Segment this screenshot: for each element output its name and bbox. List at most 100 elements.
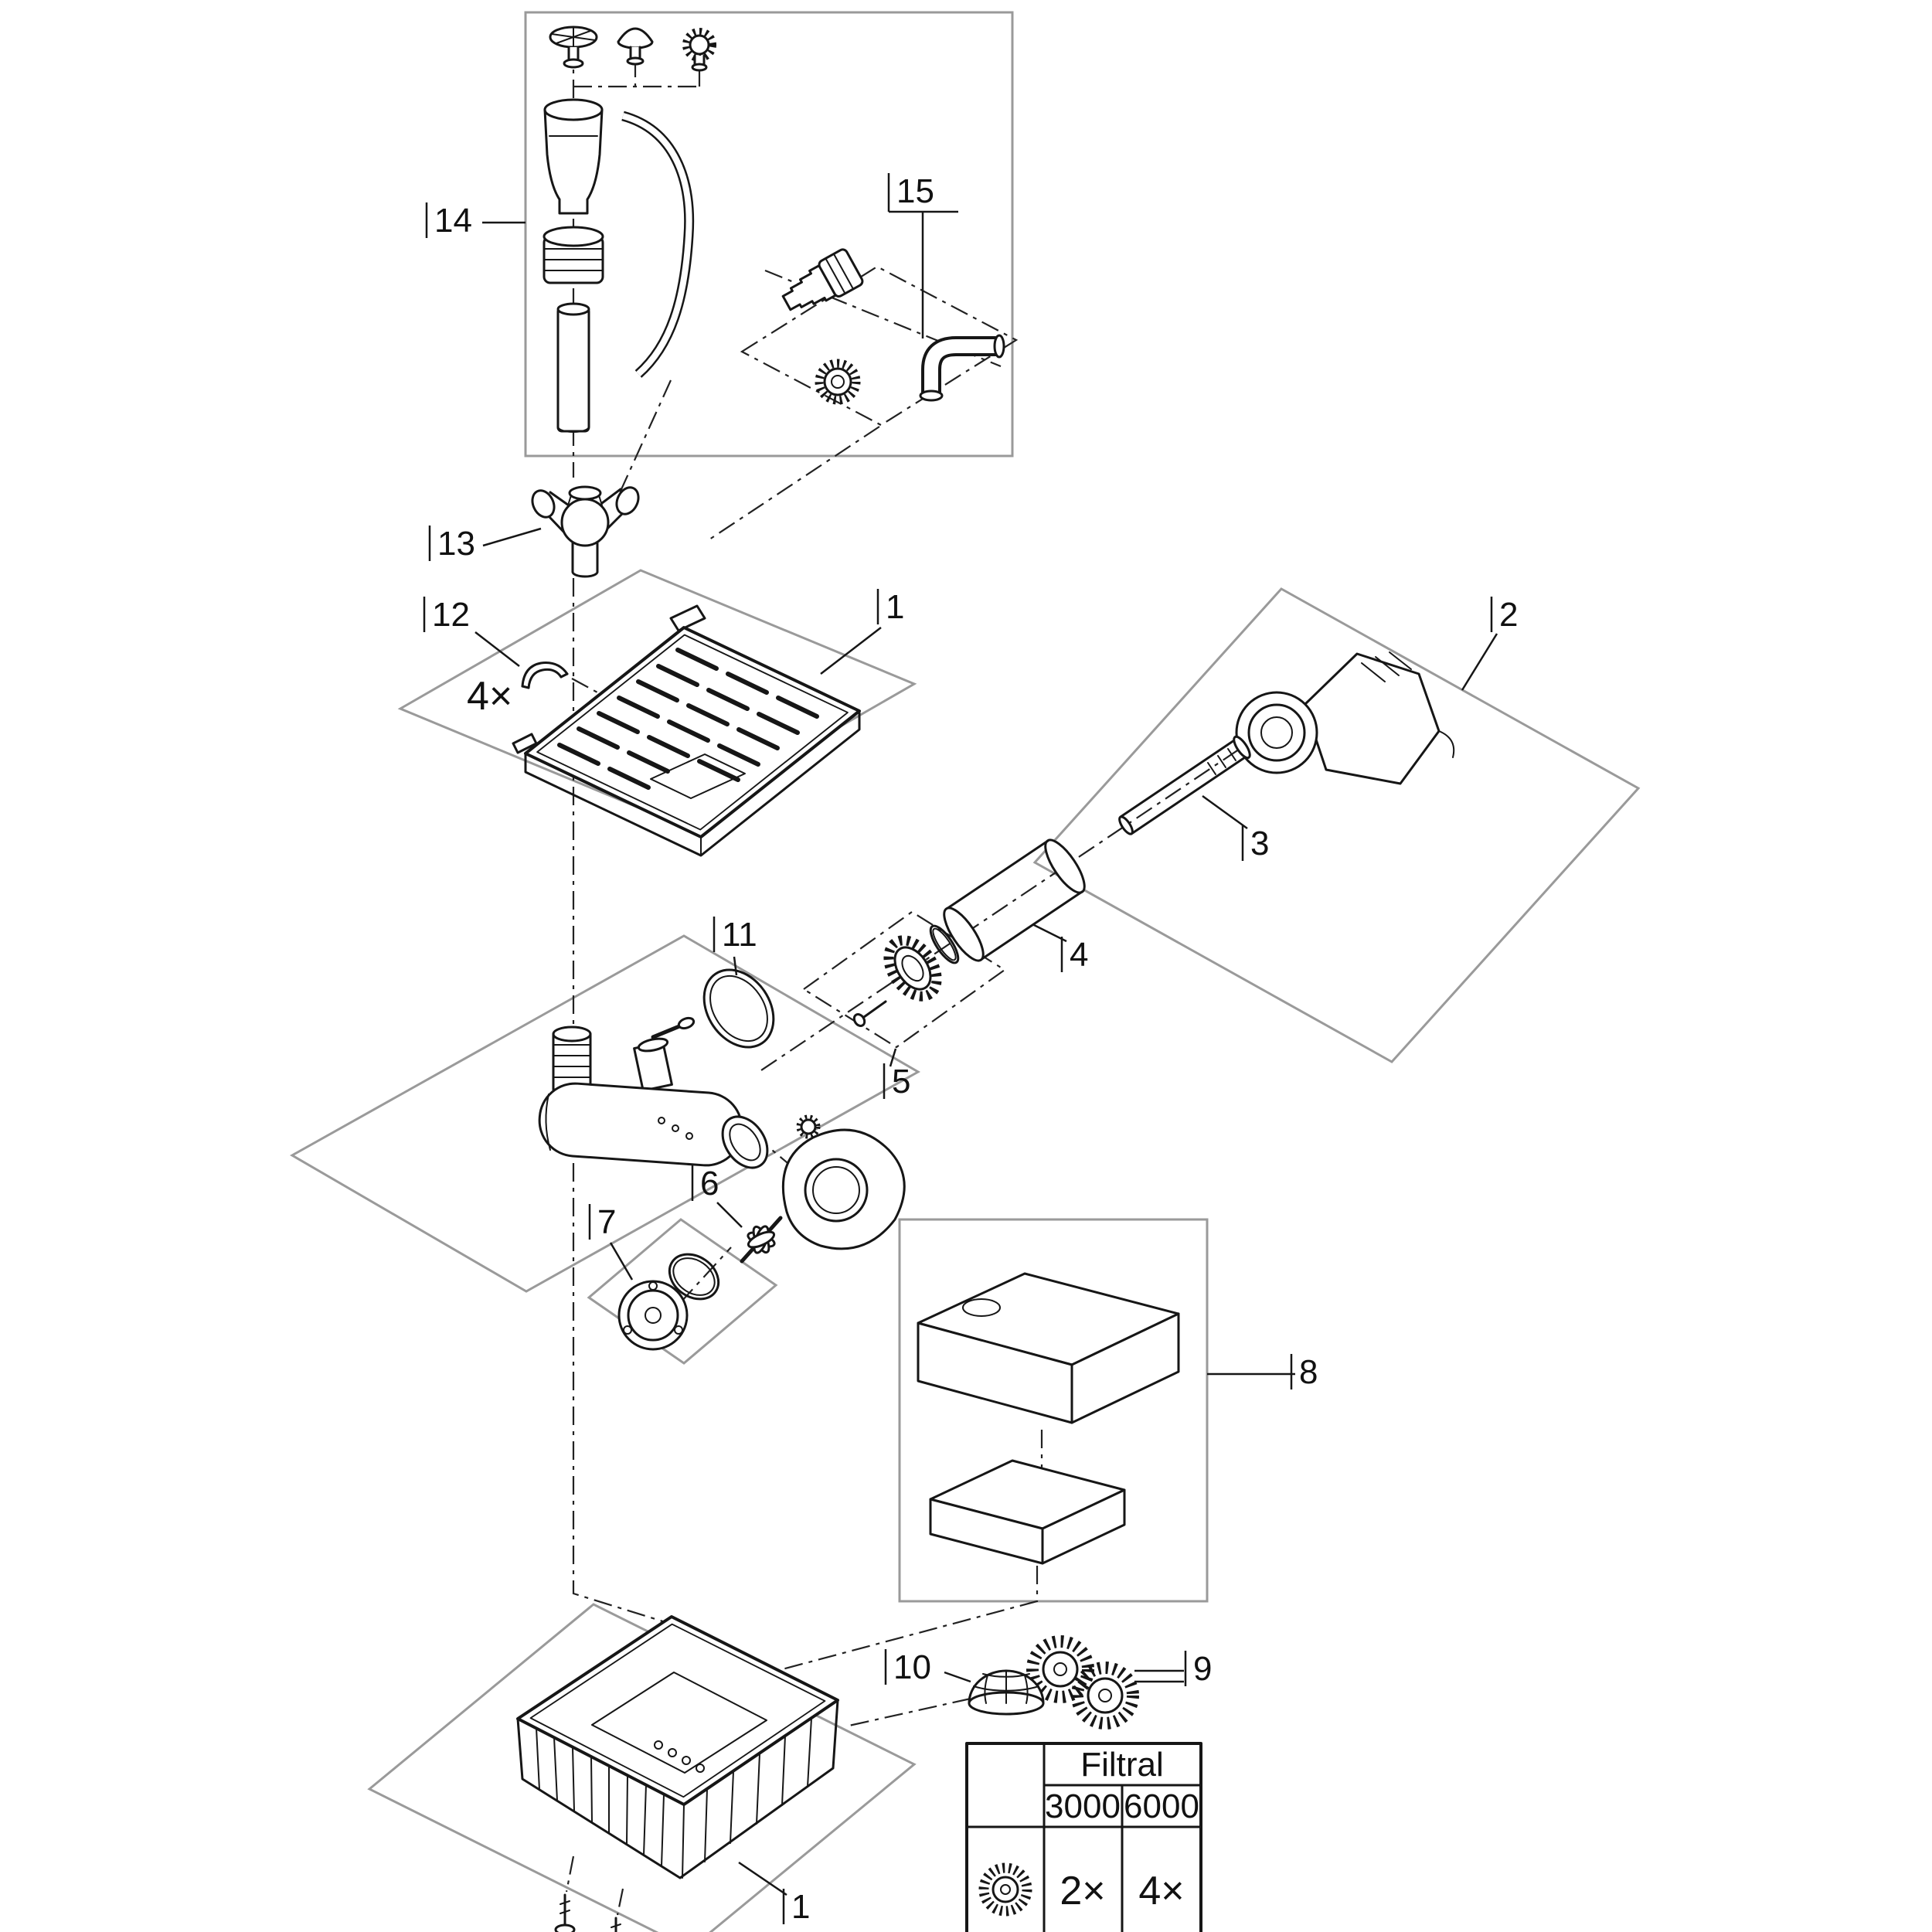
- top-cover-outline: [397, 569, 917, 824]
- part-label-1-top: 1: [820, 588, 904, 675]
- strainer-dome: [968, 1669, 1045, 1716]
- hose-link-line: [617, 379, 672, 497]
- diverter-valve: [531, 485, 640, 578]
- fountain-hose: [621, 111, 695, 378]
- part-label-15: 15: [887, 172, 958, 338]
- part-number-14: 14: [434, 202, 472, 240]
- label-leader: [482, 527, 542, 547]
- part-label-8: 8: [1207, 1353, 1318, 1391]
- riser-tube: [556, 302, 590, 433]
- top-cover: [512, 604, 861, 857]
- o-ring-large: [702, 968, 775, 1049]
- part-label-1-bottom: 1: [738, 1861, 810, 1926]
- screw-b: [611, 1917, 621, 1932]
- part-label-5: 5: [883, 1048, 910, 1100]
- part-number-15: 15: [896, 172, 934, 210]
- pump-axis-line: [760, 730, 1268, 1071]
- part-label-12: 12: [423, 596, 520, 667]
- dome-basin-line: [845, 1697, 971, 1728]
- label-leader: [738, 1861, 787, 1896]
- nozzle-riser-body: [543, 98, 604, 215]
- foam-fine: [929, 1459, 1126, 1565]
- label-leader: [733, 956, 738, 976]
- cover-slots: [557, 648, 819, 790]
- cover-clip: [521, 662, 569, 689]
- inlet-tube: [1118, 735, 1251, 835]
- quantity-table: Filtral 3000 6000 2× 4×: [965, 1742, 1202, 1932]
- fountain-nozzle-bell: [617, 27, 654, 66]
- filter-head-outline: [289, 934, 921, 1293]
- part-number-7: 7: [597, 1203, 616, 1241]
- riser-coupling-nut: [543, 226, 604, 284]
- hose-tail-connector: [781, 248, 864, 311]
- fixing-screw: [852, 1000, 887, 1027]
- impeller: [740, 1216, 783, 1264]
- part-label-6: 6: [691, 1165, 743, 1228]
- part-label-9: 9: [1134, 1650, 1212, 1688]
- part-label-13: 13: [428, 525, 542, 563]
- pump-cover-shell: [781, 1114, 906, 1250]
- table-qty-6000: 4×: [1138, 1869, 1184, 1913]
- basin-outline: [367, 1603, 917, 1932]
- lid-link-line: [679, 1247, 732, 1304]
- screw-line: [565, 1855, 575, 1893]
- label-leader: [609, 1242, 634, 1281]
- table-border: [965, 1742, 1202, 1932]
- part-number-6: 6: [700, 1165, 719, 1202]
- part-number-1-top: 1: [886, 588, 904, 626]
- elbow-fitting: [919, 334, 1005, 402]
- part-label-14: 14: [425, 202, 526, 240]
- glass-cylinder: [943, 838, 1086, 962]
- part-number-1-bottom: 1: [791, 1888, 810, 1926]
- pump-unit: [1235, 651, 1455, 785]
- table-col-3000: 3000: [1045, 1787, 1121, 1825]
- foam-coarse: [917, 1272, 1180, 1424]
- table-qty-3000: 2×: [1060, 1869, 1105, 1913]
- pump-lid-disc: [617, 1253, 720, 1351]
- part-label-10: 10: [884, 1648, 971, 1686]
- bio-cartridge-b: [1071, 1662, 1139, 1730]
- screw-line: [616, 1888, 624, 1916]
- pump-group-outline: [1032, 587, 1641, 1063]
- table-title: Filtral: [1080, 1746, 1164, 1784]
- part-label-2: 2: [1461, 596, 1518, 691]
- center-axis-line: [572, 1163, 668, 1624]
- label-leader: [820, 627, 882, 675]
- part-number-12: 12: [432, 596, 470, 634]
- part-label-3: 3: [1202, 794, 1269, 862]
- table-col-6000: 6000: [1124, 1787, 1199, 1825]
- fountain-nozzle-gear: [682, 28, 716, 72]
- part-label-11: 11: [713, 916, 757, 976]
- clamp-ring: [883, 935, 942, 1002]
- part-number-10: 10: [893, 1648, 931, 1686]
- basin-ribs: [536, 1717, 812, 1867]
- part-number-11: 11: [722, 916, 757, 954]
- part-number-13: 13: [437, 525, 475, 563]
- union-nut: [815, 359, 861, 405]
- part-number-4: 4: [1070, 936, 1088, 974]
- label-leader: [889, 1048, 897, 1067]
- part-number-2: 2: [1499, 596, 1518, 634]
- part-number-5: 5: [892, 1063, 910, 1100]
- label-leader: [1202, 794, 1248, 830]
- foam-basin-line: [695, 1566, 1039, 1694]
- label-leader: [716, 1202, 743, 1228]
- clip-quantity: 4×: [467, 674, 512, 719]
- part-number-3: 3: [1250, 825, 1269, 862]
- part-label-4: 4: [1032, 923, 1088, 974]
- fountain-kit-outline: [524, 11, 1014, 457]
- foam-set-outline: [898, 1218, 1209, 1603]
- bio-cartridge-a: [1026, 1635, 1094, 1703]
- fountain-nozzle-cross: [549, 26, 598, 69]
- label-leader: [944, 1671, 971, 1683]
- part-number-8: 8: [1299, 1353, 1318, 1391]
- o-ring-small: [929, 924, 960, 964]
- part-number-9: 9: [1193, 1650, 1212, 1688]
- label-leader: [1032, 923, 1067, 943]
- filter-head-body: [538, 1016, 769, 1169]
- screw-a: [554, 1893, 576, 1932]
- bottom-basin: [516, 1615, 839, 1879]
- filter-cartridge-icon: [978, 1862, 1032, 1917]
